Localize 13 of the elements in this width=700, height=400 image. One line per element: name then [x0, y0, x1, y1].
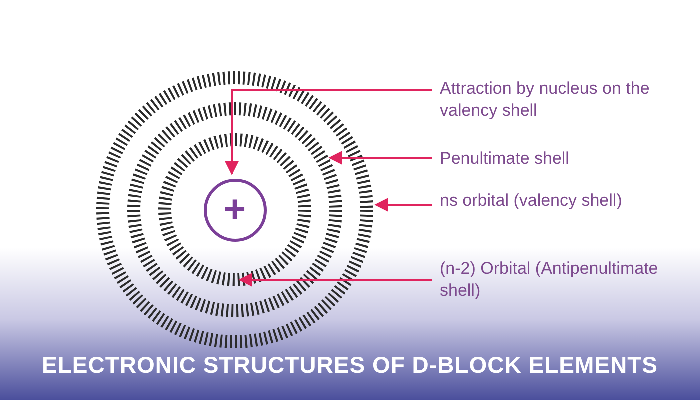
callout-label: (n-2) Orbital (Antipenultimate shell): [440, 258, 670, 302]
callout-label: Attraction by nucleus on the valency shell: [440, 78, 670, 122]
callout-label: ns orbital (valency shell): [440, 190, 670, 212]
leader-arrow: [225, 89, 432, 176]
leader-arrow: [374, 198, 432, 212]
electron-shell: [96, 72, 374, 348]
callout-label: Penultimate shell: [440, 148, 670, 170]
electron-shell: [128, 102, 342, 318]
leader-arrow: [328, 151, 432, 165]
nucleus-symbol: +: [204, 178, 266, 242]
leader-arrow: [238, 273, 432, 287]
electron-shell: [158, 134, 312, 286]
title-banner-text: ELECTRONIC STRUCTURES OF D-BLOCK ELEMENTS: [41, 352, 659, 379]
